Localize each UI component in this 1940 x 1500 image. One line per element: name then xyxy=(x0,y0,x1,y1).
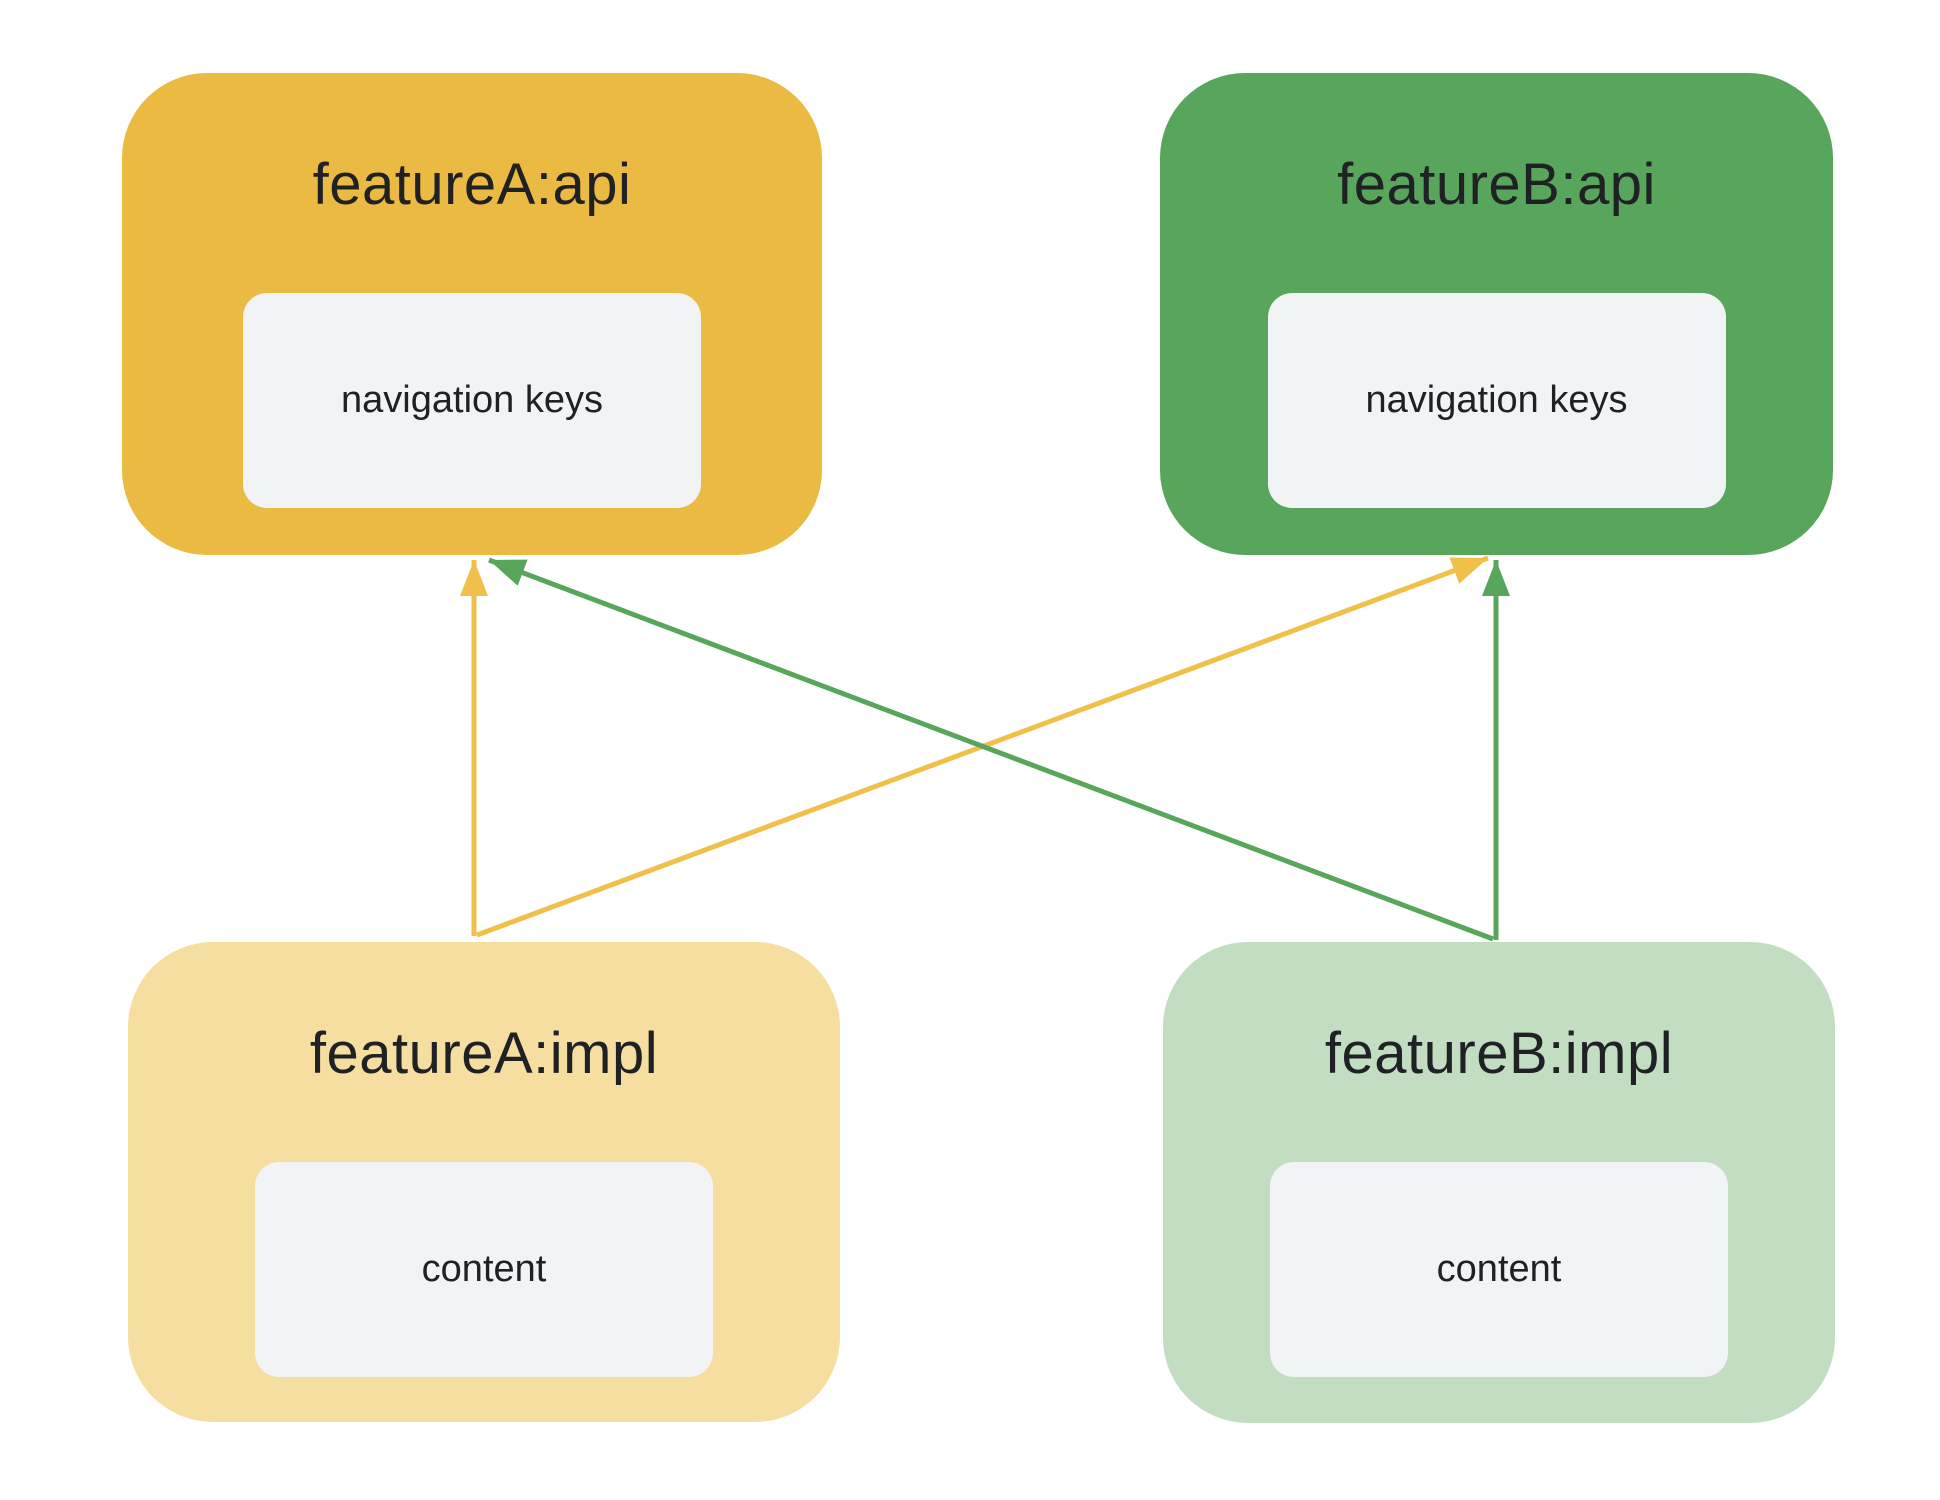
node-featurea-impl: featureA:impl content xyxy=(128,942,840,1422)
featureb-api-navigation-keys-label: navigation keys xyxy=(1365,379,1628,421)
featurea-api-navigation-keys-label: navigation keys xyxy=(341,379,603,421)
node-featureb-api-title: featureB:api xyxy=(1337,152,1656,217)
featurea-impl-content-label: content xyxy=(421,1248,547,1290)
node-featurea-impl-title: featureA:impl xyxy=(309,1021,659,1086)
node-featurea-api: featureA:api navigation keys xyxy=(122,73,822,555)
featurea-api-navigation-keys-box: navigation keys xyxy=(243,293,701,508)
node-featureb-impl: featureB:impl content xyxy=(1163,942,1835,1423)
featureb-api-navigation-keys-box: navigation keys xyxy=(1267,293,1726,508)
node-featureb-api: featureB:api navigation keys xyxy=(1160,73,1833,555)
featurea-impl-content-box: content xyxy=(255,1162,713,1377)
featureb-impl-content-label: content xyxy=(1436,1248,1562,1290)
featureb-impl-content-box: content xyxy=(1270,1162,1728,1377)
node-featurea-api-title: featureA:api xyxy=(312,152,632,217)
arrow-featureb-impl-to-featurea-api xyxy=(488,557,1494,942)
arrow-featurea-impl-to-featureb-api xyxy=(476,555,1489,938)
node-featureb-impl-title: featureB:impl xyxy=(1324,1021,1674,1086)
